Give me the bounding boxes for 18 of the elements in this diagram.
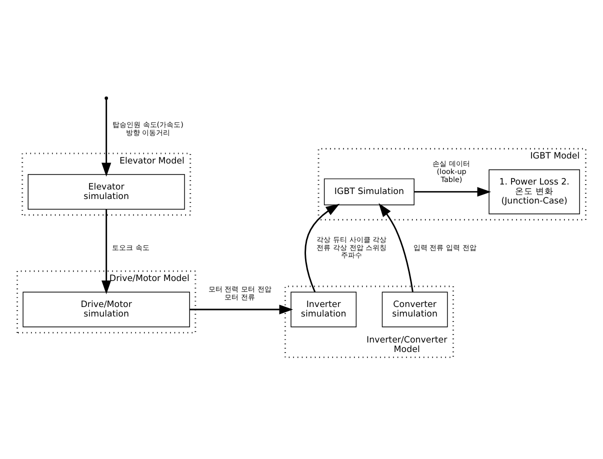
arrow	[102, 208, 112, 294]
arrow	[414, 186, 492, 196]
edge-label: 토오크 속도	[112, 242, 150, 252]
edge-label: 모터 전력 모터 전압 모터 전류	[208, 284, 272, 301]
arrow	[378, 202, 414, 292]
edge-label: 탑승인원 속도(가속도) 방향 이동거리	[112, 120, 184, 136]
edge-label: 각상 듀티 사이클 각상 전류 각상 전압 스위칭 주파수	[316, 234, 387, 260]
node-box: Elevator simulation	[28, 174, 185, 210]
node-box: Inverter simulation	[290, 291, 357, 327]
node-box: Drive/Motor simulation	[22, 291, 190, 327]
arrow	[304, 203, 340, 292]
node-box: 1. Power Loss 2. 온도 변화 (Junction-Case)	[488, 168, 580, 214]
edge-label: 입력 전류 입력 전압	[413, 242, 476, 252]
node-box: IGBT Simulation	[324, 178, 414, 205]
arrow	[102, 99, 112, 176]
node-box: Converter simulation	[382, 291, 448, 327]
arrow	[190, 304, 294, 314]
edge-label: 손실 데이터 (look-up Table)	[432, 158, 470, 184]
